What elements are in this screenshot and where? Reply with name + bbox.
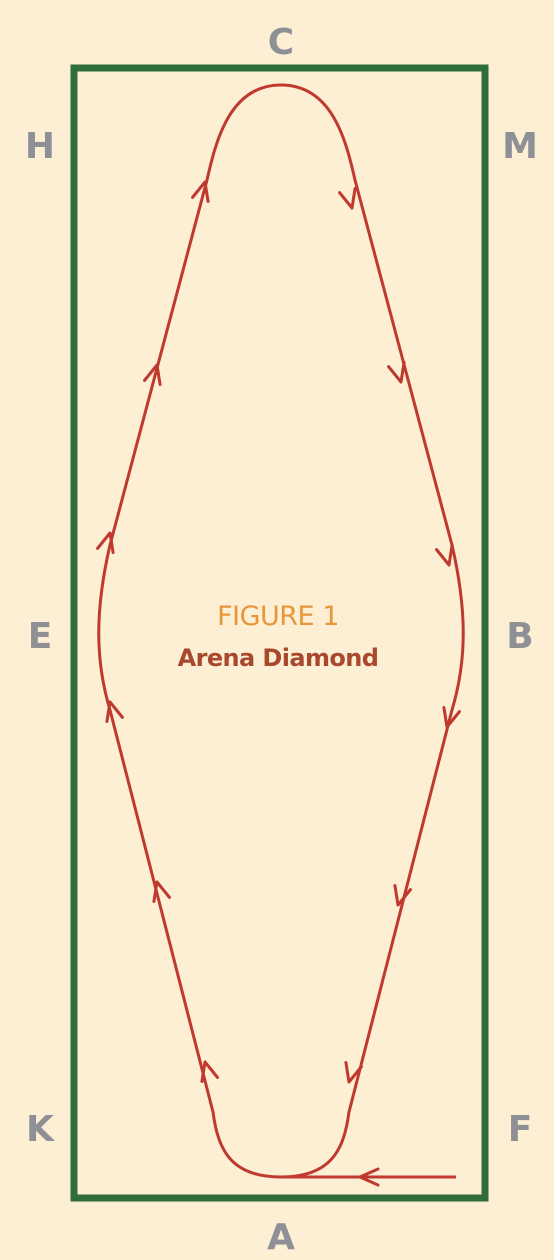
marker-k: K bbox=[26, 1109, 55, 1150]
direction-arrow-icon bbox=[152, 880, 171, 904]
figure-title: Arena Diamond bbox=[178, 644, 379, 672]
marker-b: B bbox=[506, 616, 533, 657]
marker-e: E bbox=[28, 616, 53, 657]
direction-arrow-icon bbox=[105, 700, 124, 724]
marker-h: H bbox=[25, 126, 55, 167]
direction-arrow-icon bbox=[393, 883, 412, 907]
arena-boundary bbox=[70, 64, 489, 1202]
marker-a: A bbox=[267, 1217, 295, 1258]
marker-m: M bbox=[502, 126, 538, 167]
marker-c: C bbox=[268, 22, 294, 63]
direction-arrow-icon bbox=[200, 1060, 219, 1084]
direction-arrow-icon bbox=[358, 1167, 380, 1187]
direction-arrow-icon bbox=[338, 186, 357, 210]
direction-arrow-icon bbox=[191, 180, 210, 204]
direction-arrow-icon bbox=[435, 543, 454, 567]
figure-label: FIGURE 1 bbox=[217, 601, 339, 632]
direction-arrow-icon bbox=[143, 363, 162, 387]
direction-arrow-icon bbox=[442, 705, 461, 729]
direction-arrow-icon bbox=[96, 531, 115, 555]
direction-arrow-icon bbox=[387, 360, 406, 384]
direction-arrow-icon bbox=[344, 1060, 363, 1084]
marker-f: F bbox=[508, 1109, 533, 1150]
direction-arrows bbox=[96, 180, 461, 1187]
